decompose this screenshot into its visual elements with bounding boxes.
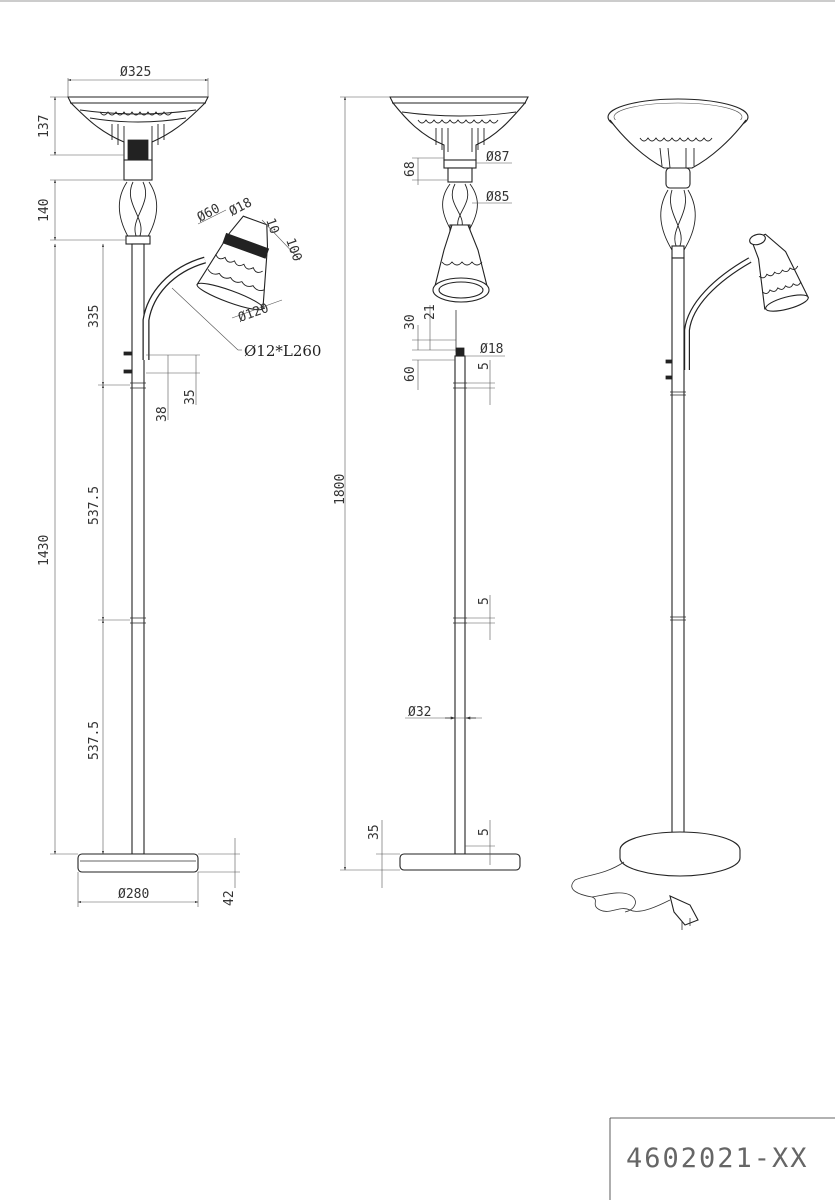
side-reading-lamp bbox=[432, 224, 490, 303]
dim-shade-height: 137 bbox=[37, 115, 52, 138]
dim-tube-diameter: Ø32 bbox=[408, 705, 431, 720]
persp-neck bbox=[660, 189, 696, 251]
dim-neck-height: 140 bbox=[37, 199, 52, 222]
dim-arm-tube: Ø18 bbox=[480, 342, 503, 357]
dim-reading-lamp-tip: Ø18 bbox=[227, 195, 255, 219]
power-cord bbox=[571, 861, 671, 912]
dim-base-to-joint: 35 bbox=[367, 824, 382, 840]
dim-total-height: 1800 bbox=[333, 474, 348, 505]
dim-upper-section: 335 bbox=[87, 305, 102, 328]
dim-socket-diameter: Ø87 bbox=[486, 150, 509, 165]
dim-joint-gap-lower: 5 bbox=[477, 828, 492, 836]
dim-arm-offset-2: 35 bbox=[183, 389, 198, 405]
dim-base-diameter: Ø280 bbox=[118, 887, 149, 902]
dim-middle-section: 537.5 bbox=[87, 486, 102, 525]
dim-arm-offset-1: 38 bbox=[155, 406, 170, 422]
front-view: Ø325 137 140 1430 335 537.5 537.5 38 35 … bbox=[37, 65, 321, 907]
dim-arm-mount: 60 bbox=[403, 366, 418, 382]
dim-reading-lamp-collar: Ø60 bbox=[195, 201, 223, 225]
dim-socket-height: 68 bbox=[403, 161, 418, 177]
side-neck bbox=[442, 183, 478, 233]
twisted-neck bbox=[118, 181, 158, 241]
side-view: 1800 68 Ø87 Ø85 30 21 Ø18 60 5 5 Ø32 35 bbox=[333, 96, 529, 888]
dim-reading-lamp-len: 100 bbox=[282, 236, 304, 263]
dim-lower-section: 537.5 bbox=[87, 721, 102, 760]
dim-arm-gap: 30 bbox=[403, 314, 418, 330]
dim-gooseneck: Ø12*L260 bbox=[244, 342, 321, 360]
persp-reading-lamp bbox=[749, 233, 809, 312]
persp-pole bbox=[671, 257, 685, 841]
pole bbox=[131, 243, 145, 855]
title-block: 4602021-XX bbox=[609, 1117, 835, 1200]
lamp-socket bbox=[127, 139, 149, 161]
persp-gooseneck bbox=[684, 257, 752, 370]
power-plug bbox=[669, 895, 699, 930]
dim-base-height: 42 bbox=[222, 890, 237, 906]
dim-reading-lamp-tip-len: 10 bbox=[262, 216, 281, 236]
dim-tube-length: 1430 bbox=[37, 535, 52, 566]
dim-shade-diameter: Ø325 bbox=[120, 65, 151, 80]
dim-joint-gap-upper: 5 bbox=[477, 362, 492, 370]
dim-neck-diameter: Ø85 bbox=[486, 190, 509, 205]
side-base bbox=[399, 853, 521, 871]
lamp-base bbox=[77, 853, 199, 873]
dim-arm-joint: 21 bbox=[423, 304, 438, 320]
dim-joint-gap-middle: 5 bbox=[477, 597, 492, 605]
part-number: 4602021-XX bbox=[626, 1143, 809, 1174]
perspective-view bbox=[571, 98, 809, 930]
side-pole bbox=[454, 355, 466, 855]
